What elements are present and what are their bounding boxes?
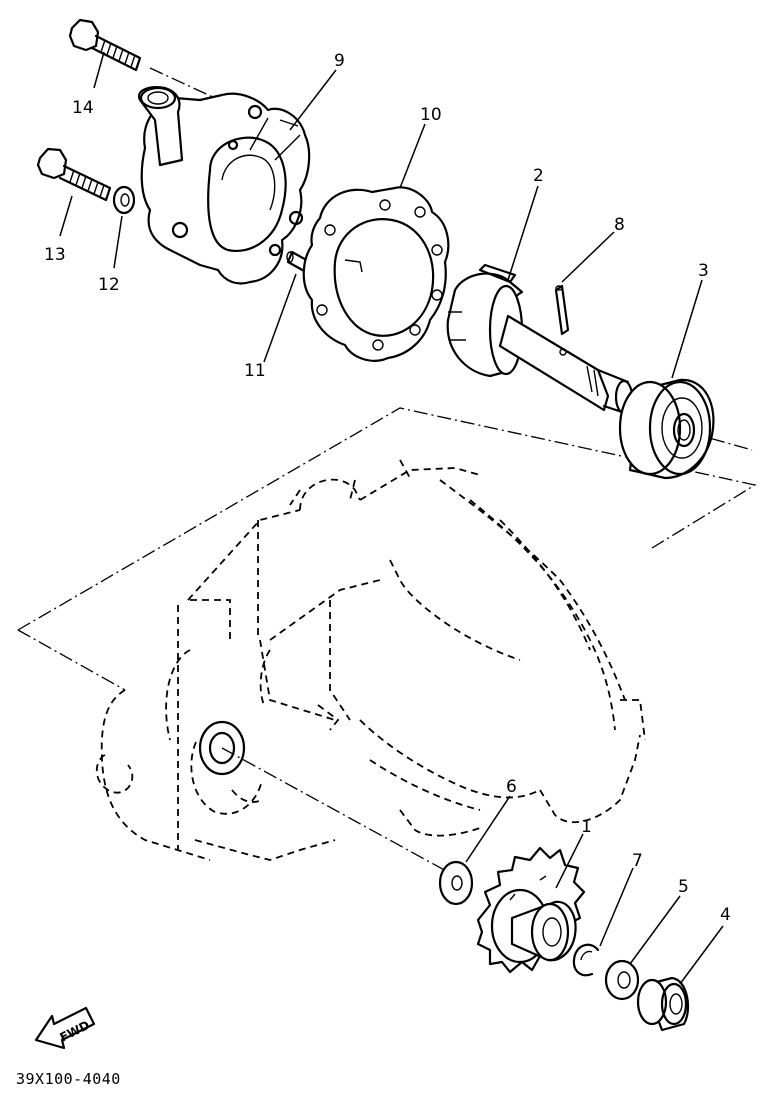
gasket-10: [302, 186, 450, 362]
pin-8: [554, 284, 570, 336]
label-8: 8: [614, 215, 625, 235]
label-14: 14: [72, 98, 94, 118]
gear-1: [476, 846, 586, 974]
label-7: 7: [632, 851, 643, 871]
label-6: 6: [506, 777, 517, 797]
washer-12: [112, 185, 136, 215]
leader-lines: [59, 51, 724, 985]
label-3: 3: [698, 261, 709, 281]
impeller-shaft-2: [446, 263, 634, 415]
bearing-3: [618, 378, 715, 480]
bolt-13: [36, 147, 112, 202]
fwd-direction-arrow: FWD: [34, 1006, 96, 1050]
part-number-labels: 14 13 12 9 10 11 2 8 3 6 1 7 5 4: [44, 51, 731, 925]
circlip-7: [572, 943, 600, 977]
collar-4: [636, 976, 690, 1032]
label-9: 9: [334, 51, 345, 71]
label-13: 13: [44, 245, 66, 265]
washer-5: [604, 959, 640, 1001]
bolt-14: [68, 18, 142, 72]
drawing-code: 39X100-4040: [16, 1070, 121, 1088]
pump-housing-9: [137, 86, 311, 285]
label-12: 12: [98, 275, 120, 295]
label-11: 11: [244, 361, 266, 381]
crankcase-housing: [95, 459, 646, 861]
label-5: 5: [678, 877, 689, 897]
washer-6: [438, 860, 474, 906]
label-1: 1: [581, 817, 592, 837]
label-4: 4: [720, 905, 731, 925]
label-2: 2: [533, 166, 544, 186]
label-10: 10: [420, 105, 442, 125]
